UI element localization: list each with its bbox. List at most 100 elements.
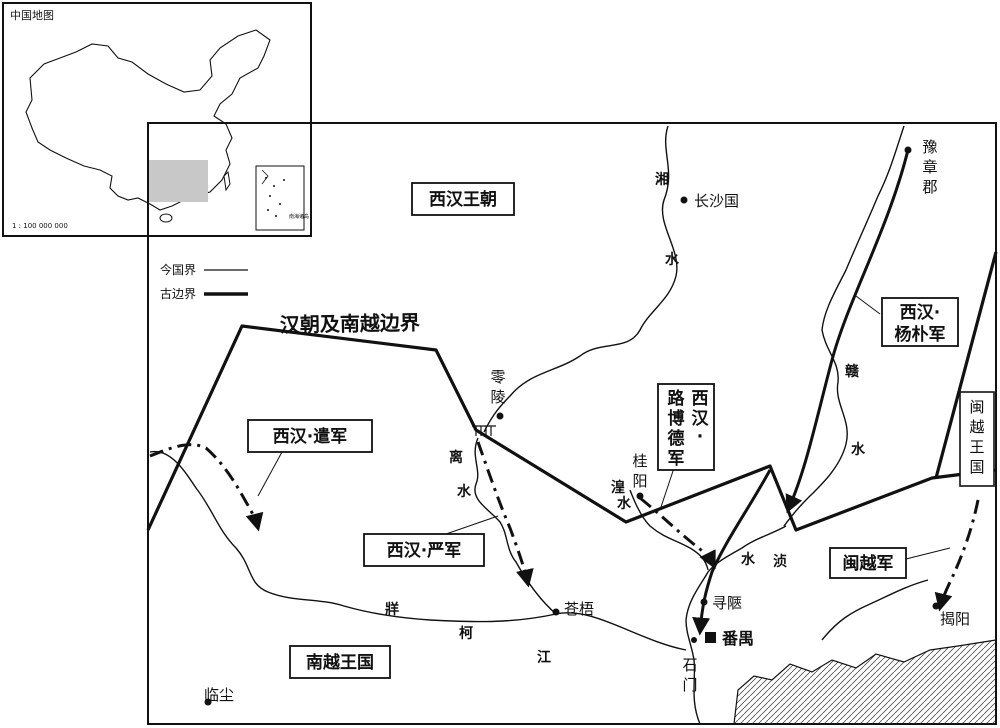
main-map-frame (147, 122, 997, 725)
li-river (474, 437, 557, 615)
svg-text:浈: 浈 (773, 553, 787, 570)
svg-text:西汉·: 西汉· (900, 303, 940, 323)
legend: 今国界 古边界 (160, 262, 248, 301)
huang-river (629, 489, 709, 571)
svg-text:零: 零 (490, 368, 505, 386)
svg-text:国: 国 (969, 458, 984, 476)
svg-text:水: 水 (457, 483, 472, 500)
inset-scale: 1 : 100 000 000 (12, 222, 68, 230)
svg-text:揭阳: 揭阳 (940, 610, 970, 628)
svg-text:赣: 赣 (845, 363, 860, 380)
svg-text:西汉·严军: 西汉·严军 (387, 541, 461, 561)
place-changsha: 长沙国 (680, 192, 739, 210)
hainan-outline (159, 213, 173, 223)
svg-text:湘: 湘 (655, 171, 669, 188)
svg-text:博: 博 (668, 408, 685, 429)
svg-text:寻陿: 寻陿 (712, 594, 742, 612)
svg-text:闽越军: 闽越军 (843, 553, 894, 574)
march-routes (149, 149, 980, 636)
svg-text:门: 门 (682, 676, 697, 694)
svg-text:临尘: 临尘 (204, 686, 234, 704)
svg-text:番禺: 番禺 (721, 629, 754, 648)
highlighted-region (147, 160, 208, 202)
place-yuzhang: 豫 章 郡 (904, 138, 938, 196)
army-qian: 西汉·遣军 (247, 419, 373, 497)
south-sea-islands (265, 177, 285, 217)
region-western-han: 西汉王朝 (411, 182, 515, 216)
svg-text:德: 德 (668, 428, 685, 449)
yang-pu-route (785, 149, 910, 514)
river-label-xiang: 湘 水 (655, 171, 680, 268)
svg-text:桂: 桂 (632, 452, 647, 470)
inset-title: 中国地图 (10, 9, 54, 22)
svg-text:江: 江 (537, 649, 551, 666)
yan-route (476, 441, 534, 588)
svg-text:水: 水 (741, 551, 756, 568)
place-jieyang: 揭阳 (932, 602, 970, 628)
svg-text:杨朴军: 杨朴军 (895, 324, 946, 345)
place-cangwu: 苍梧 (552, 600, 594, 618)
svg-text:西汉王朝: 西汉王朝 (429, 189, 497, 210)
svg-text:章: 章 (922, 158, 937, 176)
east-river (821, 579, 929, 641)
border-label: 汉朝及南越边界 (280, 311, 420, 337)
svg-text:水: 水 (617, 495, 632, 512)
svg-text:西汉·遣军: 西汉·遣军 (273, 426, 347, 447)
minyue-route (934, 499, 980, 612)
svg-text:牂: 牂 (385, 601, 399, 618)
svg-text:柯: 柯 (459, 625, 473, 642)
svg-text:阳: 阳 (632, 472, 647, 490)
svg-text:水: 水 (851, 441, 866, 458)
svg-text:郡: 郡 (922, 178, 937, 196)
ancient-border (146, 251, 998, 532)
army-lu-bode: 西 汉 · 路 博 德 军 (657, 383, 715, 511)
svg-text:豫: 豫 (922, 138, 937, 156)
river-label-huang: 湟 水 (611, 479, 632, 512)
svg-text:·: · (697, 427, 703, 447)
place-linchen: 临尘 (204, 686, 234, 706)
svg-text:陵: 陵 (490, 388, 505, 406)
place-shimen: 石 门 (682, 637, 698, 694)
svg-text:长沙国: 长沙国 (694, 192, 739, 210)
lu-bode-route (639, 496, 716, 570)
place-xunxia: 寻陿 (700, 594, 742, 612)
svg-text:王: 王 (969, 438, 984, 456)
svg-text:闽: 闽 (969, 398, 984, 416)
svg-text:苍梧: 苍梧 (564, 600, 594, 618)
svg-text:路: 路 (668, 388, 686, 409)
taiwan-outline (223, 170, 231, 192)
river-label-zangke: 牂 柯 江 (385, 601, 551, 666)
place-lingling: 零 陵 (490, 368, 506, 420)
gan-river (783, 125, 905, 527)
river-label-zhen: 浈 水 (741, 551, 787, 570)
svg-text:越: 越 (969, 418, 984, 436)
river-label-li: 离 水 (449, 449, 472, 500)
svg-text:湟: 湟 (611, 479, 625, 496)
svg-text:水: 水 (665, 251, 680, 268)
pearl-lower (685, 571, 709, 725)
place-panyu: 番禺 (705, 629, 754, 648)
legend-modern-label: 今国界 (160, 262, 196, 277)
lingling-pass-marker (472, 425, 496, 436)
svg-text:西: 西 (692, 389, 709, 409)
army-yang-pu: 西汉· 杨朴军 (855, 295, 959, 347)
qian-route (149, 443, 264, 532)
army-yan: 西汉·严军 (363, 515, 499, 567)
svg-text:南越王国: 南越王国 (306, 652, 374, 673)
svg-text:离: 离 (449, 449, 463, 466)
xiang-river (483, 125, 678, 433)
south-sea-label: 南海诸岛 (289, 213, 309, 220)
river-label-gan: 赣 水 (845, 363, 866, 458)
sea-area (733, 639, 997, 725)
svg-text:石: 石 (682, 656, 697, 674)
south-sea-inset (255, 165, 305, 231)
svg-text:军: 军 (668, 449, 685, 469)
region-nanyue: 南越王国 (289, 645, 391, 679)
legend-ancient-label: 古边界 (160, 286, 196, 301)
army-minyue: 闽越军 (829, 547, 951, 579)
inset-map: 中国地图 南海诸岛 1 : 100 000 000 (2, 2, 312, 237)
svg-text:汉: 汉 (692, 409, 710, 429)
region-minyue-kingdom: 闽 越 王 国 (959, 391, 995, 487)
place-guiyang: 桂 阳 (632, 452, 648, 500)
